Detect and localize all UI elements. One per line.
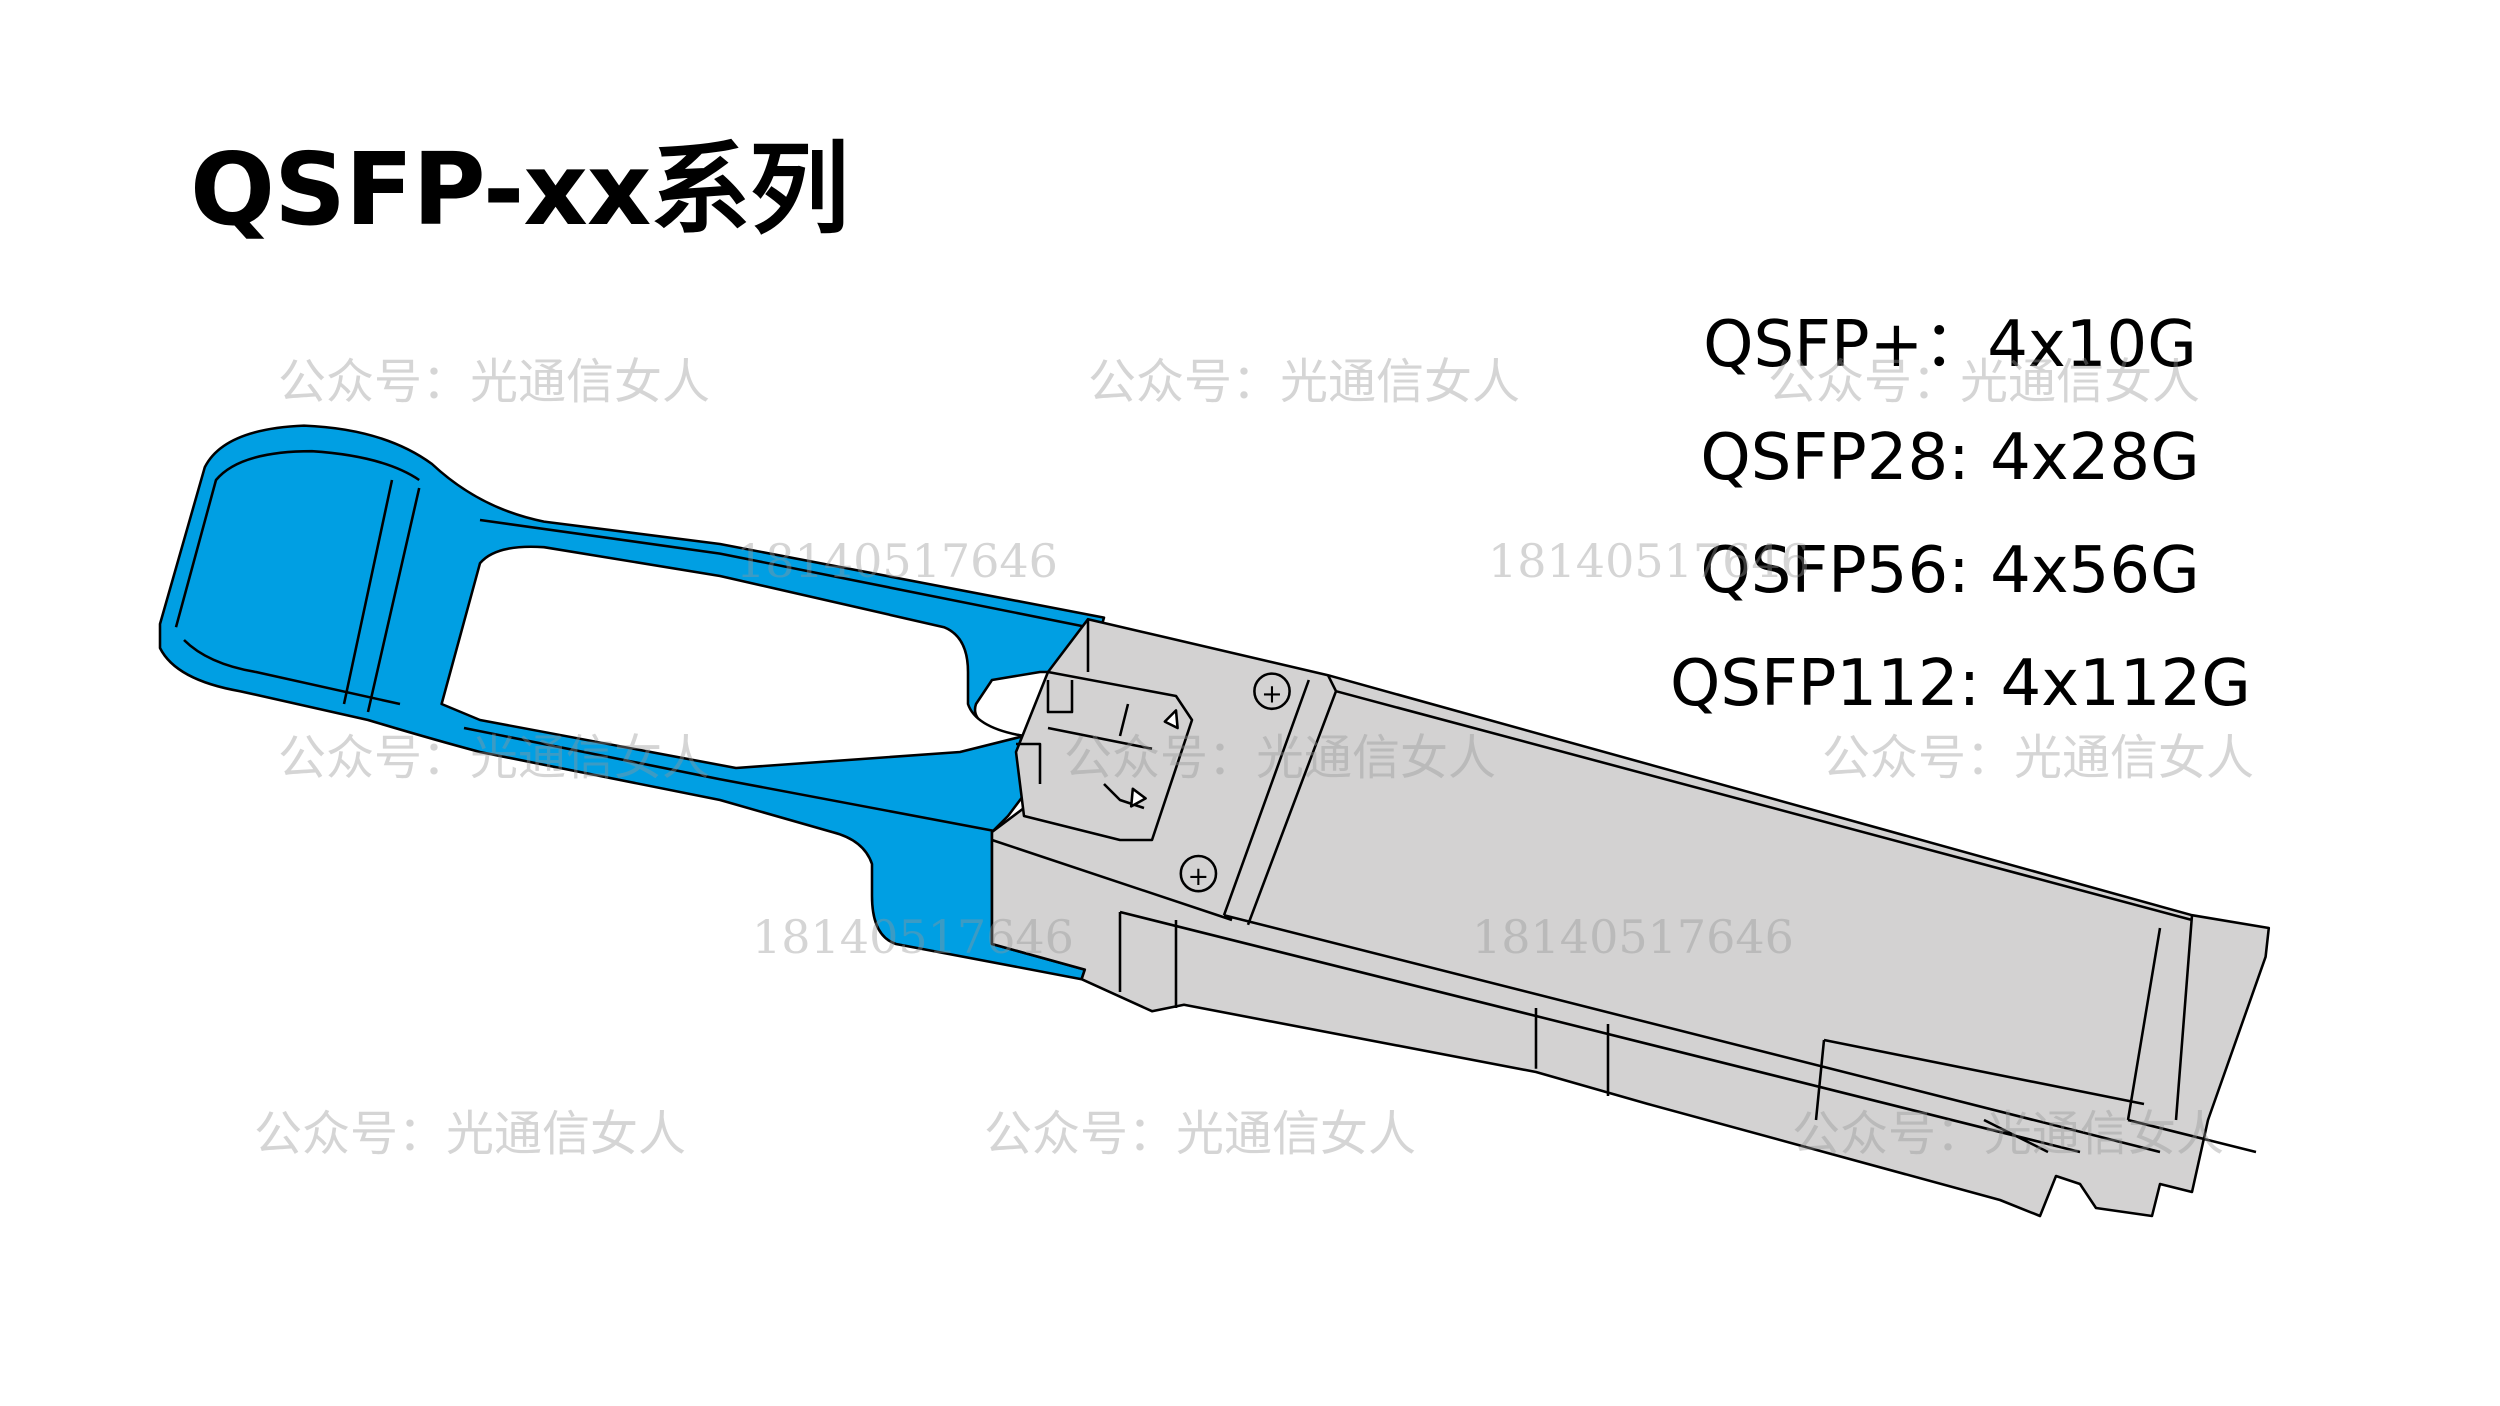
page-title: QSFP-xx系列	[190, 131, 849, 248]
watermark-phone: 18140517646	[736, 534, 1058, 588]
module-body	[990, 617, 2271, 1218]
svg-text:+: +	[1261, 679, 1282, 709]
lc-port	[1014, 670, 1194, 842]
spec-qsfp28: QSFP28: 4x28G	[1700, 421, 2200, 495]
watermark-account: 公众号：光通信女人	[1822, 730, 2255, 786]
watermark-account: 公众号：光通信女人	[254, 1106, 687, 1162]
watermark-account: 公众号：光通信女人	[278, 354, 711, 410]
spec-qsfp112: QSFP112: 4x112G	[1670, 647, 2251, 721]
watermark-account: 公众号：光通信女人	[278, 730, 711, 786]
watermark-account: 公众号：光通信女人	[1064, 730, 1497, 786]
screw-top	[1253, 672, 1291, 711]
spec-qsfp56: QSFP56: 4x56G	[1700, 534, 2200, 608]
handle-window	[440, 545, 1026, 770]
watermark-account: 公众号：光通信女人	[1768, 354, 2201, 410]
watermark-account: 公众号：光通信女人	[1792, 1106, 2225, 1162]
svg-text:+: +	[1188, 862, 1209, 892]
screw-bottom	[1179, 854, 1218, 893]
watermark-phone: 18140517646	[1488, 534, 1810, 588]
watermark-account: 公众号：光通信女人	[1088, 354, 1521, 410]
watermark-phone: 18140517646	[1472, 910, 1794, 964]
spec-qsfp-plus: QSFP+：4x10G	[1703, 308, 2197, 382]
watermark-phone: 18140517646	[752, 910, 1074, 964]
watermark-account: 公众号：光通信女人	[984, 1106, 1417, 1162]
spec-list: QSFP+：4x10G QSFP28: 4x28G QSFP56: 4x56G …	[1670, 305, 2251, 757]
